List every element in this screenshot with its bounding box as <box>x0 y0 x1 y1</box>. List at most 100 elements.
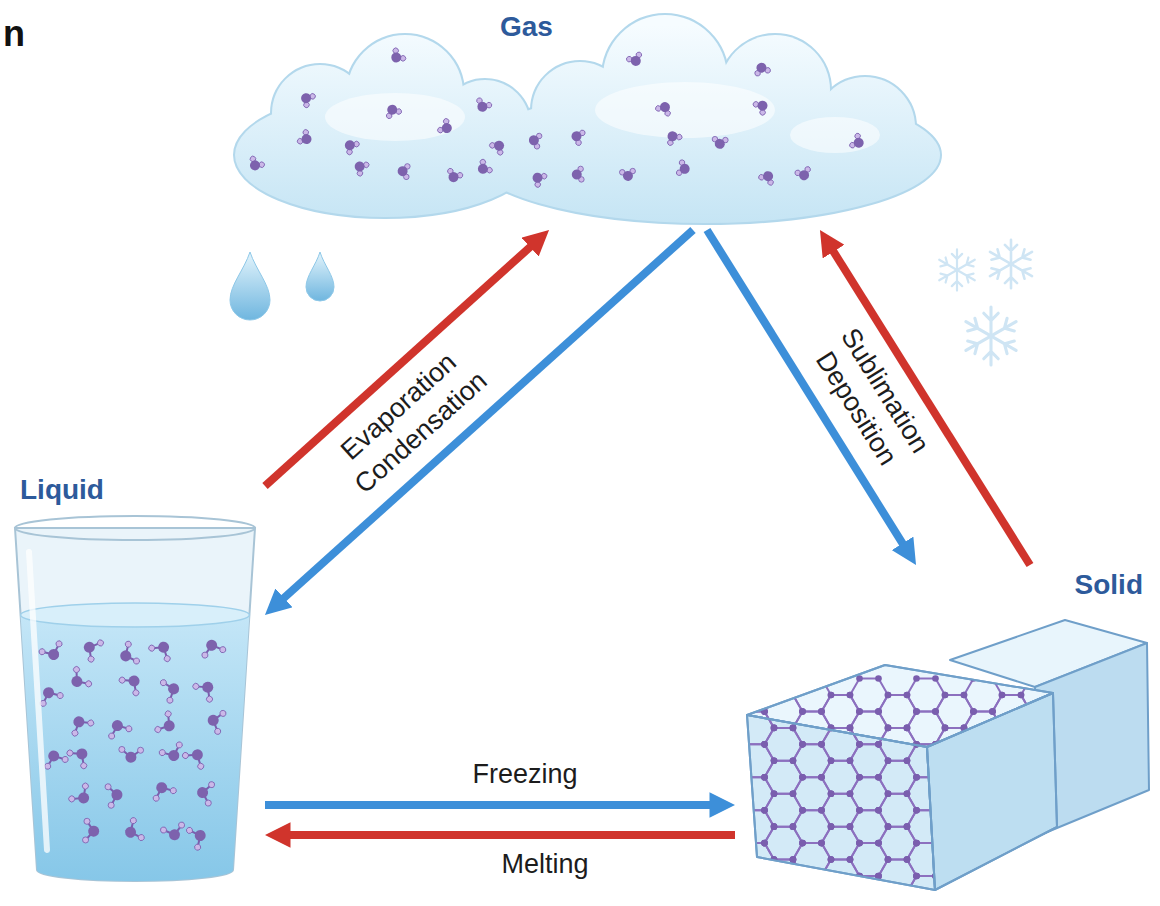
lattice-atom <box>875 708 882 715</box>
water-molecule <box>192 675 221 704</box>
lattice-atom <box>799 840 806 847</box>
lattice-atom <box>1027 675 1034 682</box>
lattice-atom <box>799 840 806 847</box>
lattice-atom <box>961 889 968 896</box>
lattice-ring <box>1021 777 1059 810</box>
lattice-atom <box>856 708 863 715</box>
lattice-atom <box>856 840 863 847</box>
lattice-ring <box>907 810 945 843</box>
lattice-atom <box>875 708 882 715</box>
lattice-atom <box>961 758 968 765</box>
lattice-atom <box>989 840 996 847</box>
lattice-atom <box>970 774 977 781</box>
lattice-atom <box>799 741 806 748</box>
snowflake <box>962 307 1019 365</box>
lattice-atom <box>847 790 854 797</box>
lattice-atom <box>989 774 996 781</box>
lattice-atom <box>1046 774 1053 781</box>
water-molecule <box>397 163 411 180</box>
lattice-atom <box>733 790 740 797</box>
raindrop <box>230 252 270 320</box>
lattice-atom <box>970 840 977 847</box>
lattice-atom <box>818 675 825 682</box>
lattice-atom <box>932 708 939 715</box>
lattice-atom <box>1018 790 1025 797</box>
lattice-atom <box>885 889 892 896</box>
lattice-atom <box>799 873 806 880</box>
water-molecule <box>66 741 95 769</box>
lattice-ring <box>1050 695 1088 728</box>
lattice-atom <box>847 856 854 863</box>
water-molecule <box>474 158 493 178</box>
lattice-atom <box>999 889 1006 896</box>
lattice-atom <box>828 856 835 863</box>
cloud-shape <box>235 15 940 223</box>
lattice-atom <box>913 840 920 847</box>
solid-ice: Solid <box>735 565 1155 900</box>
lattice-atom <box>932 675 939 682</box>
lattice-atom <box>942 889 949 896</box>
water-molecule <box>849 132 867 152</box>
lattice-atom <box>961 692 968 699</box>
lattice-atom <box>828 758 835 765</box>
lattice-atom <box>1075 725 1082 732</box>
lattice-atom <box>856 774 863 781</box>
water-molecule <box>752 96 771 116</box>
lattice-atom <box>856 741 863 748</box>
lattice-atom <box>790 790 797 797</box>
lattice-atom <box>771 758 778 765</box>
water-molecule <box>444 168 463 185</box>
water-molecule <box>67 782 96 811</box>
gas-molecules <box>246 47 867 189</box>
lattice-atom <box>904 758 911 765</box>
lattice-atom <box>1018 725 1025 732</box>
lattice-atom <box>1027 708 1034 715</box>
lattice-atom <box>970 708 977 715</box>
lattice-atom <box>847 889 854 896</box>
lattice-atom <box>999 790 1006 797</box>
cloud-outline <box>235 15 940 223</box>
lattice-atom <box>885 889 892 896</box>
lattice-atom <box>885 790 892 797</box>
water-molecule <box>104 716 133 740</box>
lattice-atom <box>856 741 863 748</box>
lattice-atom <box>742 741 749 748</box>
phase-heading: Solid <box>1075 569 1143 601</box>
transition-label: Melting <box>502 850 589 880</box>
water-molecule <box>351 157 370 177</box>
transition-arrow <box>275 230 693 606</box>
liquid-molecules <box>35 634 227 851</box>
lattice-atom <box>999 823 1006 830</box>
lattice-atom <box>761 840 768 847</box>
lattice-atom <box>856 774 863 781</box>
water-molecule <box>341 136 361 156</box>
lattice-atom <box>961 889 968 896</box>
lattice-ring <box>1021 876 1059 906</box>
lattice-atom <box>771 823 778 830</box>
water-molecule <box>794 166 813 183</box>
lattice-atom <box>856 708 863 715</box>
lattice-atom <box>1056 856 1063 863</box>
lattice-atom <box>771 889 778 896</box>
lattice-atom <box>875 708 882 715</box>
lattice-atom <box>885 856 892 863</box>
cloud-shine <box>790 117 880 153</box>
lattice-atom <box>771 725 778 732</box>
lattice-atom <box>1084 840 1091 847</box>
water-molecule <box>38 640 67 665</box>
lattice-atom <box>885 889 892 896</box>
lattice-atom <box>913 774 920 781</box>
lattice-atom <box>771 725 778 732</box>
lattice-atom <box>1075 790 1082 797</box>
lattice-atom <box>875 774 882 781</box>
lattice-atom <box>790 790 797 797</box>
lattice-atom <box>970 807 977 814</box>
lattice-atom <box>828 790 835 797</box>
lattice-atom <box>875 741 882 748</box>
lattice-atom <box>790 725 797 732</box>
lattice-atom <box>1046 807 1053 814</box>
water-molecule <box>78 634 104 663</box>
lattice-atom <box>942 725 949 732</box>
lattice-ring <box>736 876 774 906</box>
lattice-atom <box>885 823 892 830</box>
